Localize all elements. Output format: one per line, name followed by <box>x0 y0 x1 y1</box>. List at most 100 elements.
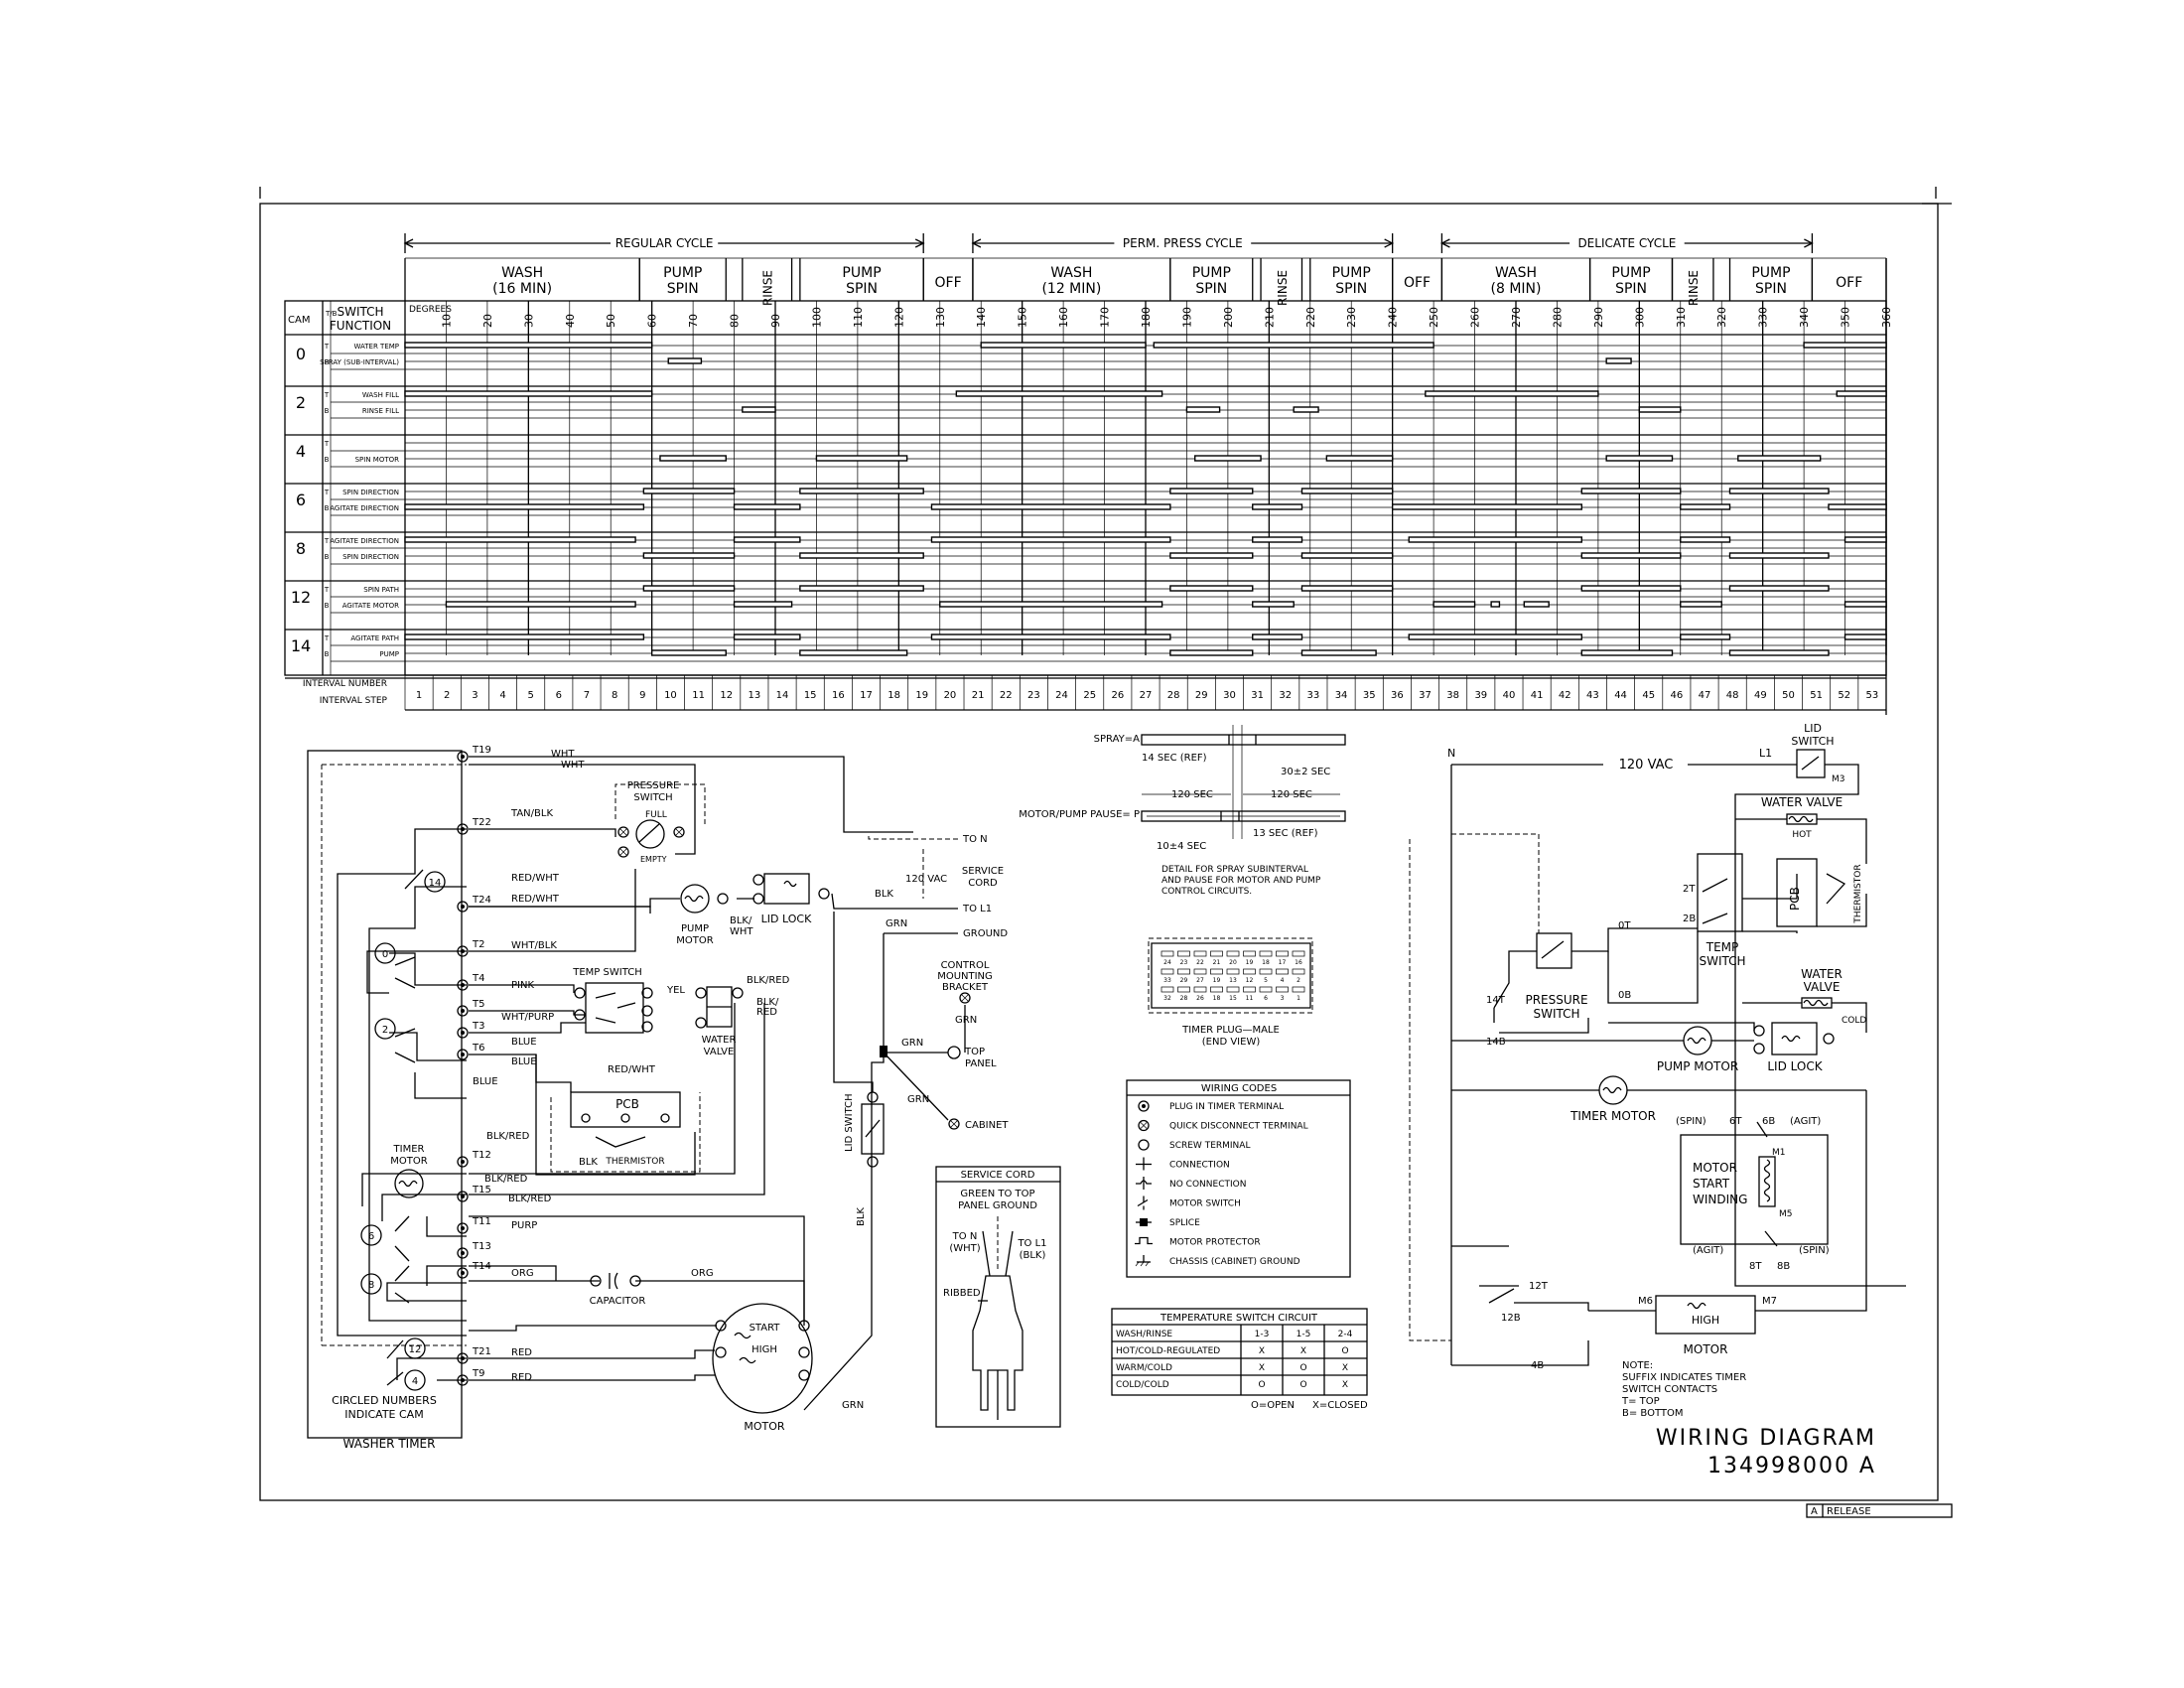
phase-label: (16 MIN) <box>492 281 552 297</box>
plug-pin-label: 19 <box>1246 959 1254 966</box>
ladder-timer-motor-icon <box>1598 1075 1628 1105</box>
phase-label: SPIN <box>846 281 878 297</box>
cam-row-function: SPIN DIRECTION <box>342 553 399 561</box>
temp-table-cell: HOT/COLD-REGULATED <box>1116 1346 1220 1356</box>
svg-text:0: 0 <box>382 949 388 960</box>
ladder-lid-lock-icon <box>1753 1022 1835 1055</box>
degree-label: 150 <box>1017 307 1029 328</box>
wire-yel: YEL <box>666 985 685 996</box>
lid-switch-icon <box>861 1091 885 1168</box>
degree-label: 120 <box>892 307 905 328</box>
service-cord-title: SERVICE CORD <box>961 1170 1035 1181</box>
timer-terminal-t21: T21 <box>457 1346 491 1364</box>
degree-label: 10 <box>440 314 453 328</box>
wire-t5: WHT/PURP <box>501 1012 554 1023</box>
ladder-lid-switch-1: LID <box>1804 722 1822 735</box>
plug-pin-label: 27 <box>1196 977 1204 984</box>
control-bracket-label-3: BRACKET <box>942 982 989 993</box>
ladder-m1: M1 <box>1772 1148 1786 1158</box>
wire-grn-5: GRN <box>842 1400 864 1411</box>
timer-motor-icon <box>394 1169 424 1198</box>
cam-on-bar <box>1523 601 1550 608</box>
plug-pin-label: 2 <box>1297 977 1300 984</box>
spray-note-3: CONTROL CIRCUITS. <box>1161 887 1252 897</box>
cam-note-1: CIRCLED NUMBERS <box>332 1394 437 1407</box>
drive-motor-icon <box>712 1303 813 1414</box>
ladder-6t: 6T <box>1729 1116 1742 1127</box>
cycle-arrow <box>971 233 1395 253</box>
temp-table-cell: X <box>1342 1380 1348 1390</box>
svg-text:14: 14 <box>429 878 442 889</box>
degree-label: 70 <box>687 314 700 328</box>
phase-label: SPIN <box>1615 281 1647 297</box>
ladder-m7: M7 <box>1762 1296 1777 1307</box>
plug-pin-label: 6 <box>1264 995 1268 1002</box>
ladder-temp-switch-1: TEMP <box>1706 940 1739 954</box>
degree-label: 30 <box>522 314 535 328</box>
cam-on-bar <box>1728 585 1830 592</box>
cam-row-function: PUMP <box>379 650 399 658</box>
cam-on-bar <box>1680 633 1731 640</box>
cam-on-bar <box>1580 585 1682 592</box>
cam-on-bar <box>1680 536 1731 543</box>
wire-blkred: BLK/RED <box>747 975 790 986</box>
capacitor-label: CAPACITOR <box>590 1296 646 1307</box>
pcb-label: PCB <box>615 1097 639 1111</box>
temp-switch-icon <box>574 982 653 1034</box>
phase-label: PUMP <box>1611 265 1650 281</box>
ladder-thermistor: THERMISTOR <box>1853 864 1863 923</box>
timer-chart-bars <box>404 342 1887 656</box>
interval-step: 24 <box>1055 690 1068 701</box>
phase-label: WASH <box>501 265 543 281</box>
revision-text: RELEASE <box>1827 1506 1871 1517</box>
cam-circle-2: 2 <box>374 1018 416 1063</box>
terminal-label: T21 <box>472 1346 491 1357</box>
ladder-start-winding-icon <box>1758 1156 1776 1207</box>
interval-step: 3 <box>472 690 478 701</box>
terminal-label: T9 <box>472 1368 484 1379</box>
phase-label: PUMP <box>1751 265 1790 281</box>
water-valve-label-1: WATER <box>702 1035 737 1046</box>
temp-table-cell: X <box>1300 1346 1306 1356</box>
degree-label: 40 <box>564 314 577 328</box>
ladder-motor-start-3: WINDING <box>1693 1193 1747 1206</box>
degree-label: 20 <box>481 314 494 328</box>
ladder-motor-start-2: START <box>1693 1177 1730 1191</box>
wiring-code-item: QUICK DISCONNECT TERMINAL <box>1138 1119 1308 1132</box>
wire-t9: RED <box>511 1372 532 1383</box>
cam-group-2 <box>285 393 1886 436</box>
degree-label: 180 <box>1140 307 1153 328</box>
interval-step: 40 <box>1503 690 1516 701</box>
cam-row-tb: T <box>324 537 330 545</box>
interval-step: 28 <box>1167 690 1180 701</box>
cam-on-bar <box>1169 585 1254 592</box>
wiring-code-text: MOTOR SWITCH <box>1169 1199 1241 1209</box>
wire-t24b: RED/WHT <box>511 894 560 905</box>
top-panel-label-1: TOP <box>964 1047 985 1057</box>
degree-label: 260 <box>1469 307 1482 328</box>
wiring-code-item: CHASSIS (CABINET) GROUND <box>1135 1255 1300 1267</box>
service-cord-label-2: CORD <box>968 878 998 889</box>
cam-on-bar <box>642 585 736 592</box>
cam-on-bar <box>1605 455 1674 462</box>
cam-row-function: WATER TEMP <box>353 343 399 351</box>
cam-on-bar <box>404 503 645 510</box>
plug-pin-label: 3 <box>1281 995 1285 1002</box>
temp-table-header: WASH/RINSE <box>1116 1330 1172 1339</box>
phase-label: WASH <box>1050 265 1092 281</box>
temp-table-cell: WARM/COLD <box>1116 1363 1172 1373</box>
cam-on-bar <box>1252 633 1303 640</box>
terminal-label: T3 <box>472 1021 484 1032</box>
wiring-code-item: NO CONNECTION <box>1136 1177 1246 1190</box>
degree-label: 320 <box>1715 307 1728 328</box>
ladder-vac: 120 VAC <box>1619 758 1674 773</box>
degree-label: 170 <box>1099 307 1112 328</box>
control-bracket-icon <box>959 992 971 1004</box>
phase-label: RINSE <box>1276 270 1290 306</box>
ladder-note-1: NOTE: <box>1622 1360 1653 1371</box>
timer-sequence-chart: CAM T/B SWITCH FUNCTION DEGREES INTERVAL… <box>284 233 1893 715</box>
cam-on-bar <box>930 536 1171 543</box>
wire-t12b: BLK/RED <box>484 1174 528 1185</box>
ladder-8t: 8T <box>1749 1261 1762 1272</box>
